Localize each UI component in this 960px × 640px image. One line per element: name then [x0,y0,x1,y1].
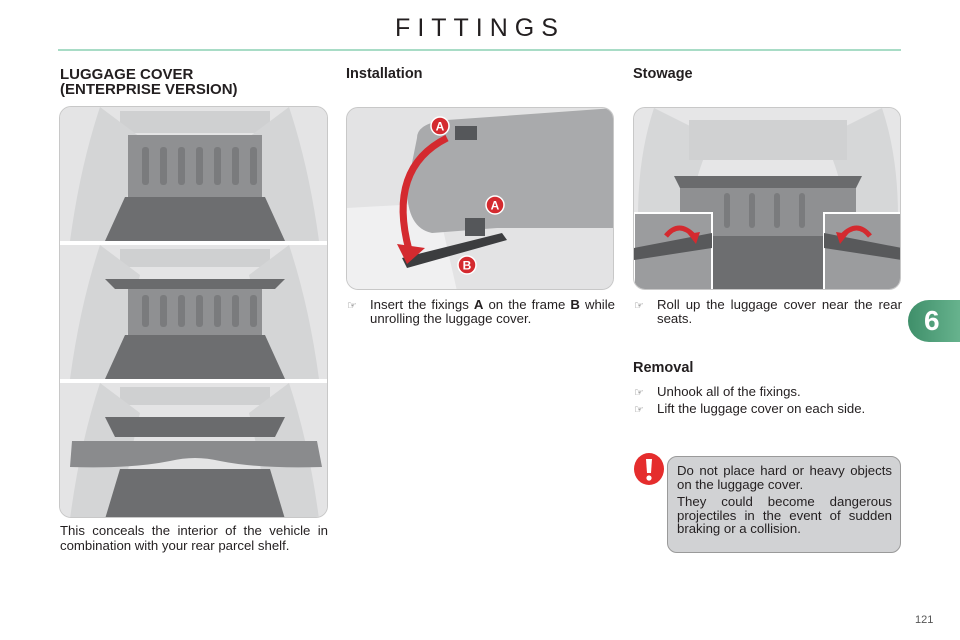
callout-a-top: A [430,116,450,136]
luggage-cover-description: This conceals the interior of the vehicl… [60,523,328,553]
heading-line-2: (ENTERPRISE VERSION) [60,81,238,98]
page-title: FITTINGS [395,14,565,42]
section-heading-removal: Removal [633,360,694,376]
chapter-tab[interactable]: 6 [908,300,960,342]
svg-text:A: A [436,120,445,134]
removal-instruction-2: ☞ Lift the luggage cover on each side. [634,401,902,417]
installation-instruction: ☞ Insert the fixings A on the frame B wh… [347,298,615,326]
installation-illustration: A A B [346,107,614,290]
pointing-hand-icon: ☞ [634,300,644,312]
boot-illustration-stack [59,106,328,518]
instruction-text: Insert the fixings A on the frame B whil… [370,297,616,326]
boot-views-illustration [60,107,327,517]
section-heading-stowage: Stowage [633,66,693,82]
warning-paragraph-1: Do not place hard or heavy objects on th… [677,463,892,492]
instruction-text: Roll up the luggage cover near the rear … [657,297,902,326]
warning-paragraph-2: They could become dangerous projectiles … [677,494,892,536]
svg-text:B: B [463,259,472,273]
section-heading-luggage-cover: LUGGAGE COVER (ENTERPRISE VERSION) [60,67,238,97]
pointing-hand-icon: ☞ [634,404,644,416]
heading-line-1: LUGGAGE COVER [60,66,194,83]
removal-instruction-1: ☞ Unhook all of the fixings. [634,384,902,400]
page-number: 121 [915,614,934,626]
section-heading-installation: Installation [346,66,423,82]
pointing-hand-icon: ☞ [634,387,644,399]
exclamation-warning-icon [634,453,664,485]
title-divider [58,49,901,51]
callout-b: B [457,255,477,275]
instruction-text: Lift the luggage cover on each side. [657,401,866,416]
fixing-frame-illustration: A A B [347,108,613,289]
svg-text:A: A [491,199,500,213]
warning-box: Do not place hard or heavy objects on th… [667,456,901,553]
stowage-illustration [633,107,901,290]
stowage-instruction: ☞ Roll up the luggage cover near the rea… [634,298,902,326]
pointing-hand-icon: ☞ [347,300,357,312]
roll-up-illustration [634,108,900,289]
instruction-text: Unhook all of the fixings. [657,384,801,399]
callout-a-bottom: A [485,195,505,215]
